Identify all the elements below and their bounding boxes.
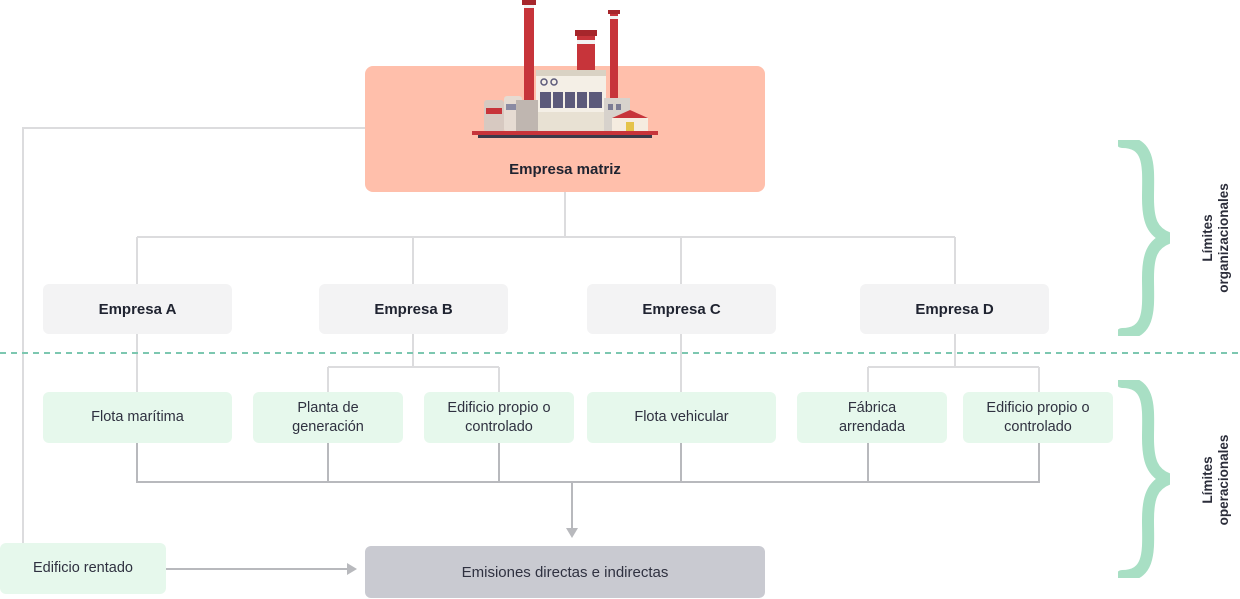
operation-label: Flota vehicular: [634, 409, 729, 425]
operation-generation-plant: Planta de generación: [253, 392, 403, 443]
operational-limits-label: Límites operacionales: [1200, 434, 1231, 526]
company-c-label: Empresa C: [642, 300, 721, 318]
operation-maritime-fleet: Flota marítima: [43, 392, 232, 443]
company-b-label: Empresa B: [374, 300, 453, 318]
emissions-box: Emisiones directas e indirectas: [365, 546, 765, 598]
company-c-box: Empresa C: [587, 284, 776, 334]
company-a-box: Empresa A: [43, 284, 232, 334]
operation-label: Fábrica arrendada: [838, 399, 906, 435]
company-d-box: Empresa D: [860, 284, 1049, 334]
operation-label: Flota marítima: [91, 409, 184, 425]
rented-building-label: Edificio rentado: [33, 560, 133, 576]
operation-owned-building-b: Edificio propio o controlado: [424, 392, 574, 443]
operation-vehicle-fleet: Flota vehicular: [587, 392, 776, 443]
emissions-label: Emisiones directas e indirectas: [461, 563, 669, 581]
company-d-label: Empresa D: [915, 300, 994, 318]
rented-building-box: Edificio rentado: [0, 543, 166, 594]
operation-leased-factory: Fábrica arrendada: [797, 392, 947, 443]
factory-icon: [472, 0, 658, 138]
organizational-limits-label: Límites organizacionales: [1200, 183, 1231, 293]
operational-brace-icon: [1118, 380, 1170, 578]
parent-company-label: Empresa matriz: [509, 161, 621, 178]
operation-label: Edificio propio o controlado: [447, 399, 551, 435]
operation-label: Edificio propio o controlado: [986, 399, 1090, 435]
company-a-label: Empresa A: [98, 300, 177, 318]
operation-owned-building-d: Edificio propio o controlado: [963, 392, 1113, 443]
organizational-brace-icon: [1118, 140, 1170, 336]
company-b-box: Empresa B: [319, 284, 508, 334]
operation-label: Planta de generación: [292, 399, 364, 435]
